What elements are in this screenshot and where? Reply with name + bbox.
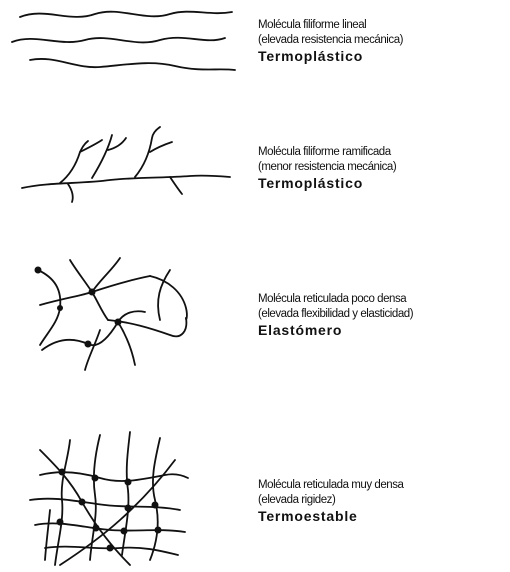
crosslink-point xyxy=(57,519,64,526)
linear-chain-1 xyxy=(20,12,232,17)
caption-title: Molécula filiforme lineal xyxy=(258,18,508,33)
caption-class: Termoestable xyxy=(258,508,508,525)
branch-3 xyxy=(135,127,160,177)
linear-chain-2 xyxy=(12,38,225,43)
high-crosslink-molecule-caption: Molécula reticulada muy densa (elevada r… xyxy=(258,478,508,525)
network-chain-9 xyxy=(118,322,135,365)
network-chain-10 xyxy=(158,270,170,320)
dense-chain-3 xyxy=(122,432,130,555)
branched-molecule-caption: Molécula filiforme ramificada (menor res… xyxy=(258,145,508,192)
network-chain-8 xyxy=(85,330,100,370)
crosslink-point xyxy=(115,319,122,326)
crosslink-point xyxy=(107,545,114,552)
low-crosslink-network-drawing xyxy=(0,240,245,385)
caption-property: (menor resistencia mecánica) xyxy=(258,160,508,175)
network-chain-1 xyxy=(38,270,60,345)
branch-3b xyxy=(150,142,172,152)
linear-chains-drawing xyxy=(0,0,245,80)
caption-property: (elevada resistencia mecánica) xyxy=(258,33,508,48)
caption-class: Termoplástico xyxy=(258,175,508,192)
caption-class: Elastómero xyxy=(258,322,508,339)
branched-main-chain xyxy=(22,176,230,188)
crosslink-point xyxy=(125,479,132,486)
branch-1 xyxy=(60,141,88,183)
crosslink-point xyxy=(152,502,159,509)
network-chain-3 xyxy=(70,260,108,320)
caption-class: Termoplástico xyxy=(258,48,508,65)
caption-property: (elevada rigidez) xyxy=(258,493,508,508)
dense-chain-11 xyxy=(45,510,50,560)
crosslink-point xyxy=(125,505,132,512)
branched-chain-drawing xyxy=(0,120,245,210)
crosslink-point xyxy=(121,528,128,535)
crosslink-point xyxy=(57,305,63,311)
caption-property: (elevada flexibilidad y elasticidad) xyxy=(258,307,508,322)
crosslink-point xyxy=(155,527,162,534)
crosslink-point xyxy=(85,341,92,348)
crosslink-point xyxy=(79,499,86,506)
crosslink-point xyxy=(35,267,42,274)
high-crosslink-network-drawing xyxy=(0,420,245,570)
linear-molecule-caption: Molécula filiforme lineal (elevada resis… xyxy=(258,18,508,65)
caption-title: Molécula reticulada poco densa xyxy=(258,292,508,307)
branch-2 xyxy=(92,135,112,178)
crosslink-point xyxy=(92,475,99,482)
caption-title: Molécula filiforme ramificada xyxy=(258,145,508,160)
branch-5 xyxy=(170,177,182,194)
crosslink-point xyxy=(59,469,66,476)
crosslink-point xyxy=(89,289,96,296)
low-crosslink-molecule-caption: Molécula reticulada poco densa (elevada … xyxy=(258,292,508,339)
dense-chain-4 xyxy=(150,438,160,560)
linear-chain-3 xyxy=(30,59,235,70)
crosslink-point xyxy=(93,525,100,532)
caption-title: Molécula reticulada muy densa xyxy=(258,478,508,493)
network-chain-7 xyxy=(150,276,187,319)
branch-4 xyxy=(68,184,73,202)
